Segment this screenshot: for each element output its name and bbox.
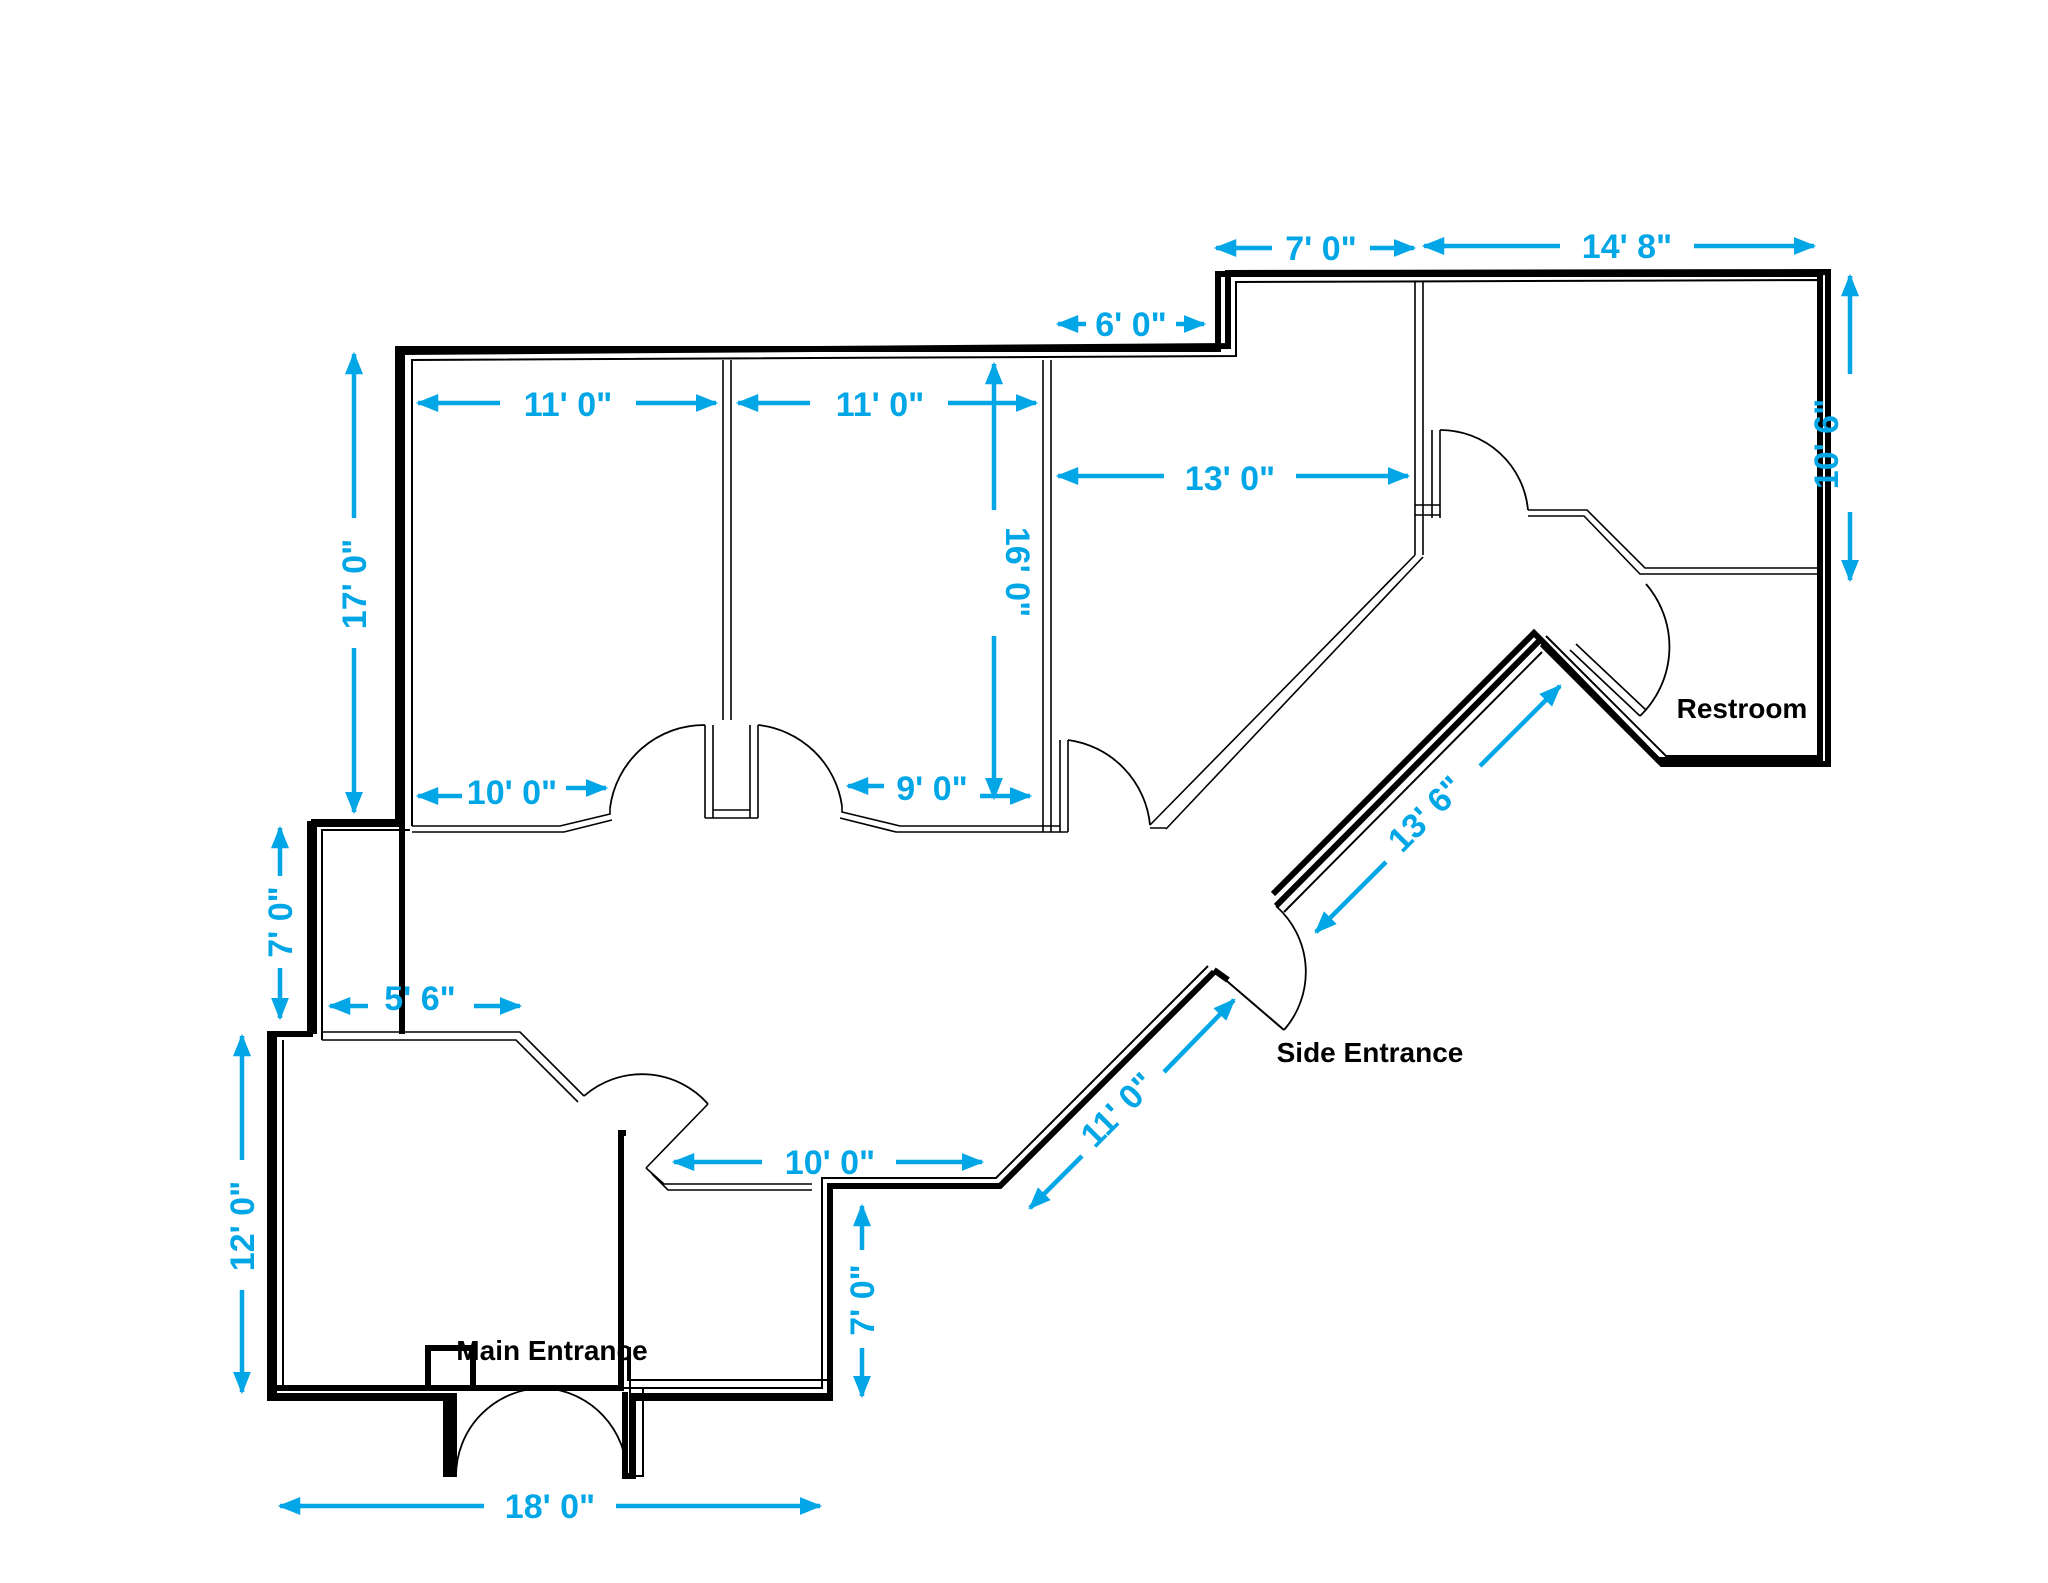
dim-front-wall-label: 10' 0" bbox=[785, 1144, 875, 1182]
dim-left-7-0-label: 7' 0" bbox=[262, 886, 300, 957]
dim-diag-11-0-label: 11' 0" bbox=[1073, 1065, 1162, 1154]
dimension-lines bbox=[233, 237, 1859, 1515]
office-south-wall-right bbox=[630, 969, 1217, 1399]
dim-room3-width-label: 13' 0" bbox=[1185, 460, 1275, 498]
dim-right-7-0-label: 7' 0" bbox=[844, 1264, 882, 1335]
exterior-wall-outer bbox=[267, 271, 1823, 1391]
main-entrance-jamb-left bbox=[449, 1396, 457, 1476]
restroom-north-wall bbox=[1528, 509, 1820, 575]
dimension-labels: 7' 0" 14' 8" 6' 0" 11' 0" 11' 0" 13' 0" … bbox=[224, 228, 1846, 1526]
office-east-wall bbox=[645, 1103, 812, 1191]
west-step-wall bbox=[311, 819, 402, 1034]
room2-door-swing-icon bbox=[757, 724, 843, 807]
door-swings bbox=[455, 429, 1671, 1477]
partition-room2-room3 bbox=[1042, 360, 1069, 832]
restroom-west-wall bbox=[1569, 643, 1647, 717]
room1-door-swing-icon bbox=[609, 724, 706, 809]
office-south-wall-right-inner bbox=[630, 965, 1209, 1389]
room-labels: Main Entrance Side Entrance Restroom bbox=[456, 693, 1807, 1366]
side-entrance-label: Side Entrance bbox=[1277, 1037, 1464, 1068]
dim-6-0-label: 6' 0" bbox=[1095, 306, 1166, 344]
office-north-wall bbox=[322, 1031, 585, 1103]
dim-room2-depth-label: 16' 0" bbox=[998, 527, 1036, 617]
west-step-wall-inner bbox=[321, 829, 410, 1040]
office-west-wall bbox=[271, 1032, 448, 1399]
main-entrance-left-door-swing-icon bbox=[455, 1387, 545, 1477]
dim-room2-wall-label: 9' 0" bbox=[896, 770, 967, 808]
side-entrance-jamb-lower bbox=[1213, 969, 1285, 1031]
restroom-label: Restroom bbox=[1677, 693, 1808, 724]
main-entrance-right-door-swing-icon bbox=[543, 1387, 628, 1477]
partition-room3-restroom bbox=[1149, 282, 1424, 830]
room3-south-wall bbox=[1060, 827, 1166, 833]
side-entrance-wall-upper bbox=[1273, 637, 1543, 909]
exterior-walls bbox=[267, 268, 1831, 1479]
dim-bottom-18-0-label: 18' 0" bbox=[505, 1488, 595, 1526]
dim-office-wall-label: 5' 6" bbox=[384, 980, 455, 1018]
dim-diag-11-0-arrow-up bbox=[1162, 998, 1236, 1074]
dim-diag-13-6-arrow-up bbox=[1478, 684, 1562, 768]
dim-left-17-0-label: 17' 0" bbox=[336, 539, 374, 629]
north-wall-inner bbox=[411, 278, 1821, 826]
dim-top-7-0-label: 7' 0" bbox=[1285, 230, 1356, 268]
room1-south-wall bbox=[412, 808, 613, 833]
dim-right-10-6-label: 10' 6" bbox=[1808, 399, 1846, 489]
office-door-swing-icon bbox=[583, 1073, 709, 1105]
room3-hall-door-swing-icon bbox=[1439, 429, 1529, 511]
dim-top-14-8-label: 14' 8" bbox=[1582, 228, 1672, 266]
partition-room1-room2 bbox=[704, 360, 759, 819]
side-entrance-wall-upper-inner bbox=[1283, 651, 1543, 913]
room3-door-swing-icon bbox=[1067, 739, 1151, 826]
dim-left-12-0-label: 12' 0" bbox=[224, 1181, 262, 1271]
dim-room2-width-label: 11' 0" bbox=[836, 386, 925, 424]
main-entrance-label: Main Entrance bbox=[456, 1335, 647, 1366]
north-wall bbox=[399, 268, 1831, 1034]
dim-room1-width-label: 11' 0" bbox=[524, 386, 613, 424]
dim-diag-11-0-arrow-down bbox=[1028, 1154, 1084, 1210]
shell-outline bbox=[622, 1188, 833, 1479]
interior-walls bbox=[322, 282, 1820, 1191]
exterior-wall-inner bbox=[617, 1188, 831, 1477]
left-bottom-outer bbox=[267, 1034, 457, 1477]
office-west-wall-inner bbox=[282, 1040, 448, 1389]
room2-south-wall bbox=[839, 806, 1060, 833]
dim-diag-13-6-arrow-down bbox=[1314, 860, 1388, 934]
side-entrance-door-swing-icon bbox=[1275, 905, 1307, 1031]
restroom-door-jamb bbox=[1415, 430, 1441, 518]
dim-room1-wall-label: 10' 0" bbox=[467, 774, 557, 812]
restroom-door-swing-icon bbox=[1639, 583, 1671, 717]
